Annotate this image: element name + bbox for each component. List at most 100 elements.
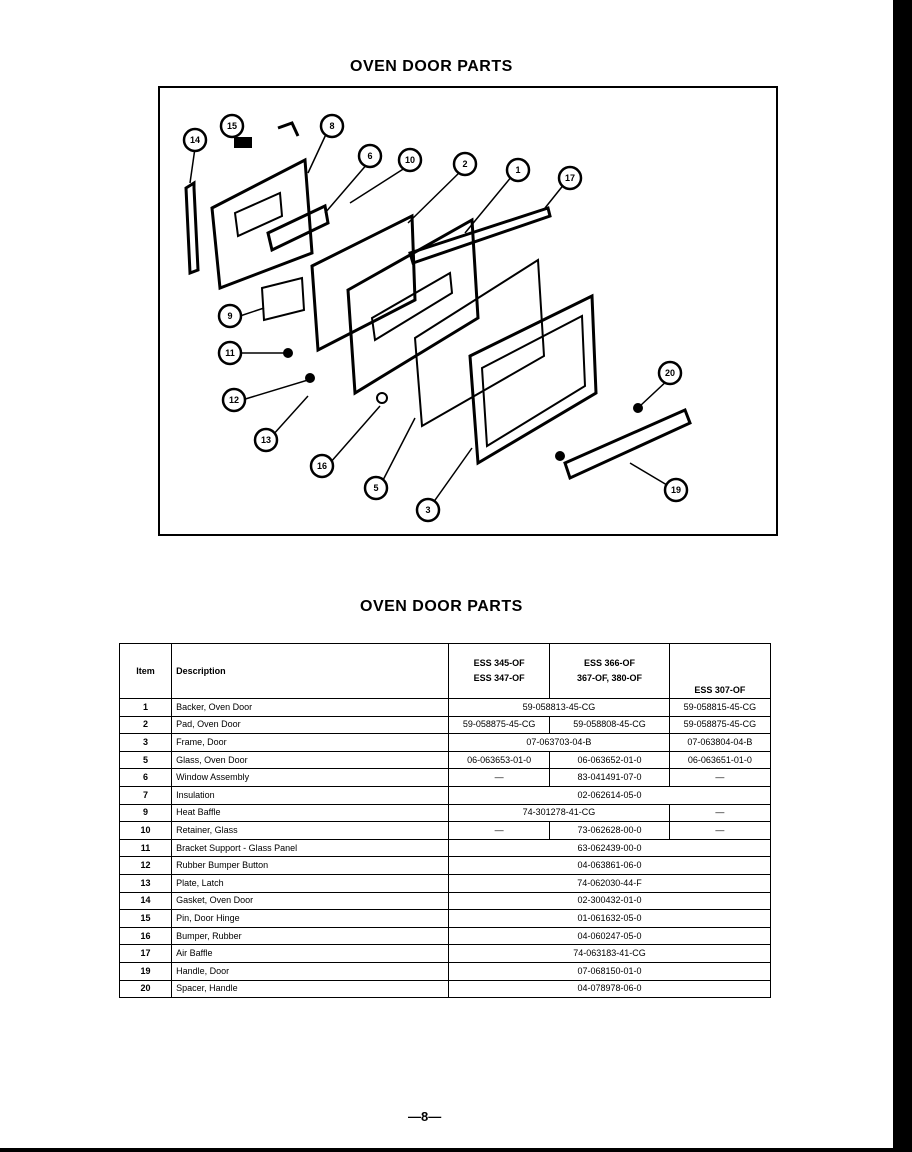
callout-circle [657, 360, 683, 386]
gasket-part [184, 180, 200, 276]
item-number: 7 [118, 785, 173, 805]
callout-label: 16 [317, 461, 327, 471]
part-description: Gasket, Oven Door [171, 891, 450, 911]
callout-circle [363, 475, 389, 501]
part-number: 59-058815-45-CG [668, 698, 772, 717]
backer-panel-part [210, 157, 314, 291]
callout-label: 17 [565, 173, 575, 183]
callout-circle [319, 113, 345, 139]
part-description: Insulation [171, 785, 450, 805]
air-baffle-part [408, 206, 552, 265]
header-item: Item [118, 643, 173, 699]
item-number: 11 [118, 838, 173, 858]
callout-label: 11 [225, 348, 235, 358]
part-description: Bumper, Rubber [171, 926, 450, 946]
part-description: Rubber Bumper Button [171, 856, 450, 875]
callout-circle [415, 497, 441, 523]
table-title: OVEN DOOR PARTS [360, 598, 523, 615]
callout-label: 6 [367, 151, 372, 161]
callout-label: 20 [665, 368, 675, 378]
callout-circle [452, 151, 478, 177]
part-description: Air Baffle [171, 944, 450, 963]
part-number: 07-068150-01-0 [448, 961, 771, 981]
page-number: —8— [408, 1109, 442, 1124]
header-description: Description [171, 643, 450, 699]
part-description: Bracket Support - Glass Panel [171, 838, 450, 858]
callout-label: 13 [261, 435, 271, 445]
callout-circle [663, 477, 689, 503]
page-edge-shadow [893, 0, 912, 1152]
part-description: Backer, Oven Door [171, 698, 450, 717]
callout-circle [217, 340, 243, 366]
callout-label: 8 [329, 121, 334, 131]
pad-part [310, 213, 417, 353]
item-number: 5 [118, 750, 173, 770]
part-description: Frame, Door [171, 733, 450, 752]
item-number: 9 [118, 803, 173, 823]
item-number: 20 [118, 979, 173, 999]
part-number: — [448, 768, 551, 787]
part-number: 07-063804-04-B [668, 733, 772, 752]
item-number: 12 [118, 856, 173, 875]
part-number: 63-062439-00-0 [448, 838, 771, 858]
part-number: — [448, 821, 551, 840]
callout-circle [557, 165, 583, 191]
part-number: 74-301278-41-CG [448, 803, 670, 823]
part-number: 02-300432-01-0 [448, 891, 771, 911]
part-description: Pin, Door Hinge [171, 909, 450, 928]
part-number: 74-062030-44-F [448, 873, 771, 893]
glass-part [413, 258, 546, 428]
part-description: Glass, Oven Door [171, 750, 450, 770]
callout-label: 14 [190, 135, 200, 145]
part-number: 59-058875-45-CG [448, 715, 551, 735]
part-number: 06-063653-01-0 [448, 750, 551, 770]
part-number: 59-058875-45-CG [668, 715, 772, 735]
part-number: 07-063703-04-B [448, 733, 670, 752]
heat-baffle-part [260, 276, 306, 322]
item-number: 10 [118, 821, 173, 840]
callout-circle [397, 147, 423, 173]
callout-circle [219, 113, 245, 139]
diagram-title: OVEN DOOR PARTS [350, 58, 513, 75]
item-number: 16 [118, 926, 173, 946]
callout-circle [221, 387, 247, 413]
part-number: 04-078978-06-0 [448, 979, 771, 999]
part-description: Heat Baffle [171, 803, 450, 823]
latch-plate-part [234, 137, 252, 148]
part-number: 04-060247-05-0 [448, 926, 771, 946]
part-description: Plate, Latch [171, 873, 450, 893]
callout-label: 12 [229, 395, 239, 405]
part-number: 06-063651-01-0 [668, 750, 772, 770]
part-number: — [668, 821, 772, 840]
item-number: 1 [118, 698, 173, 717]
handle-part [563, 407, 692, 481]
item-number: 14 [118, 891, 173, 911]
item-number: 17 [118, 944, 173, 963]
item-number: 13 [118, 873, 173, 893]
callout-circle [253, 427, 279, 453]
callout-label: 3 [425, 505, 430, 515]
callout-label: 1 [515, 165, 520, 175]
item-number: 2 [118, 715, 173, 735]
part-number: 04-063861-06-0 [448, 856, 771, 875]
part-description: Handle, Door [171, 961, 450, 981]
callout-label: 9 [227, 311, 232, 321]
callout-circle [217, 303, 243, 329]
door-backer-part [346, 217, 480, 396]
